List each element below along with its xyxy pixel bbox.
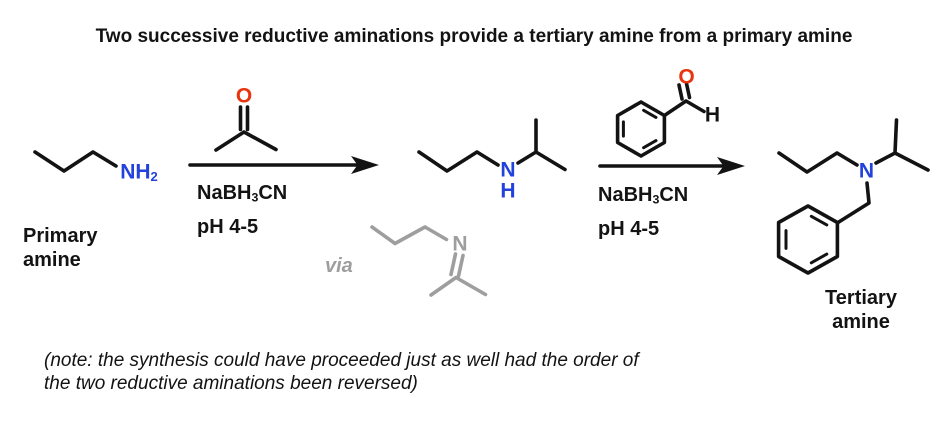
benzaldehyde-oxygen-label: O — [678, 65, 695, 89]
imine-intermediate-skeleton — [370, 225, 488, 297]
secondary-amine-skeleton — [417, 118, 567, 173]
reaction-arrow-2 — [598, 157, 745, 175]
reaction-arrow-1 — [188, 156, 379, 174]
step1-conditions: pH 4-5 — [197, 216, 259, 238]
secondary-amine-h-label: H — [500, 179, 516, 202]
tertiary-amine-skeleton — [776, 118, 930, 275]
imine-n-label: N — [452, 232, 468, 255]
via-label: via — [325, 255, 353, 277]
footnote: (note: the synthesis could have proceede… — [44, 350, 639, 394]
step2-reagent: NaBH3CN — [598, 184, 689, 207]
acetone-oxygen-label: O — [235, 84, 253, 108]
secondary-amine-n-label: N — [500, 158, 516, 181]
step1-reagent: NaBH3CN — [197, 182, 288, 205]
tertiary-amine-n-label: N — [858, 159, 875, 182]
benzaldehyde-h-label: H — [704, 103, 721, 127]
benzaldehyde-skeleton — [615, 81, 706, 158]
step2-conditions: pH 4-5 — [598, 218, 660, 240]
primary-amine-nh2-label: NH2 — [120, 160, 158, 184]
scheme-title: Two successive reductive aminations prov… — [95, 26, 853, 47]
propylamine-skeleton — [33, 150, 118, 173]
acetone-skeleton — [214, 105, 278, 152]
